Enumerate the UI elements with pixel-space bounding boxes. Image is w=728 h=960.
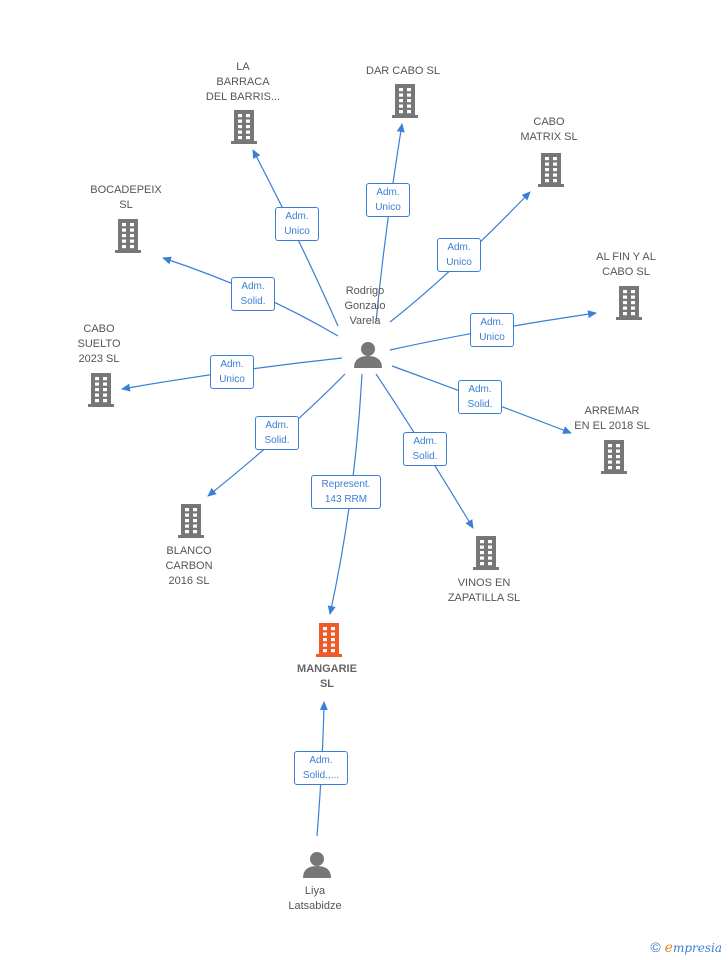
- empresia-logo: ©empresia: [650, 939, 722, 956]
- relation-label[interactable]: Adm. Solid.: [458, 380, 502, 414]
- company-label-cabo-suelto-2023-sl[interactable]: CABO SUELTO 2023 SL: [77, 322, 121, 365]
- relation-label[interactable]: Adm. Solid.: [403, 432, 447, 466]
- relation-label[interactable]: Adm. Solid.: [231, 277, 275, 311]
- company-label-bocadepeix-sl[interactable]: BOCADEPEIX SL: [90, 184, 162, 211]
- relation-label[interactable]: Adm. Unico: [437, 238, 481, 272]
- company-label-blanco-carbon-2016-sl[interactable]: BLANCO CARBON 2016 SL: [165, 544, 213, 587]
- person-icon[interactable]: [303, 852, 331, 878]
- relation-label[interactable]: Adm. Unico: [275, 207, 319, 241]
- relation-label[interactable]: Adm. Solid.: [255, 416, 299, 450]
- relation-label[interactable]: Adm. Solid.,...: [294, 751, 348, 785]
- person-label-liya-latsabidze[interactable]: Liya Latsabidze: [288, 885, 342, 912]
- company-label-dar-cabo-sl[interactable]: DAR CABO SL: [366, 64, 440, 77]
- person-icon[interactable]: [354, 342, 382, 368]
- building-icon[interactable]: [616, 286, 642, 320]
- building-icon[interactable]: [88, 373, 114, 407]
- building-icon[interactable]: [473, 536, 499, 570]
- building-icon[interactable]: [178, 504, 204, 538]
- company-label-la-barraca-del-barris[interactable]: LA BARRACA DEL BARRIS...: [205, 60, 281, 103]
- building-icon[interactable]: [231, 110, 257, 144]
- person-label-rodrigo-gonzalo-varela[interactable]: Rodrigo Gonzalo Varela: [344, 284, 386, 327]
- building-icon[interactable]: [601, 440, 627, 474]
- building-icon[interactable]: [538, 153, 564, 187]
- company-label-mangarie-sl[interactable]: MANGARIE SL: [297, 663, 357, 690]
- company-label-arremar-en-el-2018-sl[interactable]: ARREMAR EN EL 2018 SL: [574, 405, 650, 432]
- relation-label[interactable]: Adm. Unico: [366, 183, 410, 217]
- relation-label[interactable]: Adm. Unico: [210, 355, 254, 389]
- relation-label[interactable]: Adm. Unico: [470, 313, 514, 347]
- company-label-vinos-en-zapatilla-sl[interactable]: VINOS EN ZAPATILLA SL: [447, 577, 521, 604]
- building-icon[interactable]: [392, 84, 418, 118]
- relation-edge: [375, 123, 405, 323]
- company-label-al-fin-y-al-cabo-sl[interactable]: AL FIN Y AL CABO SL: [596, 251, 656, 278]
- building-icon[interactable]: [316, 623, 342, 657]
- building-icon[interactable]: [115, 219, 141, 253]
- relation-label[interactable]: Represent. 143 RRM: [311, 475, 381, 509]
- company-label-cabo-matrix-sl[interactable]: CABO MATRIX SL: [520, 116, 578, 143]
